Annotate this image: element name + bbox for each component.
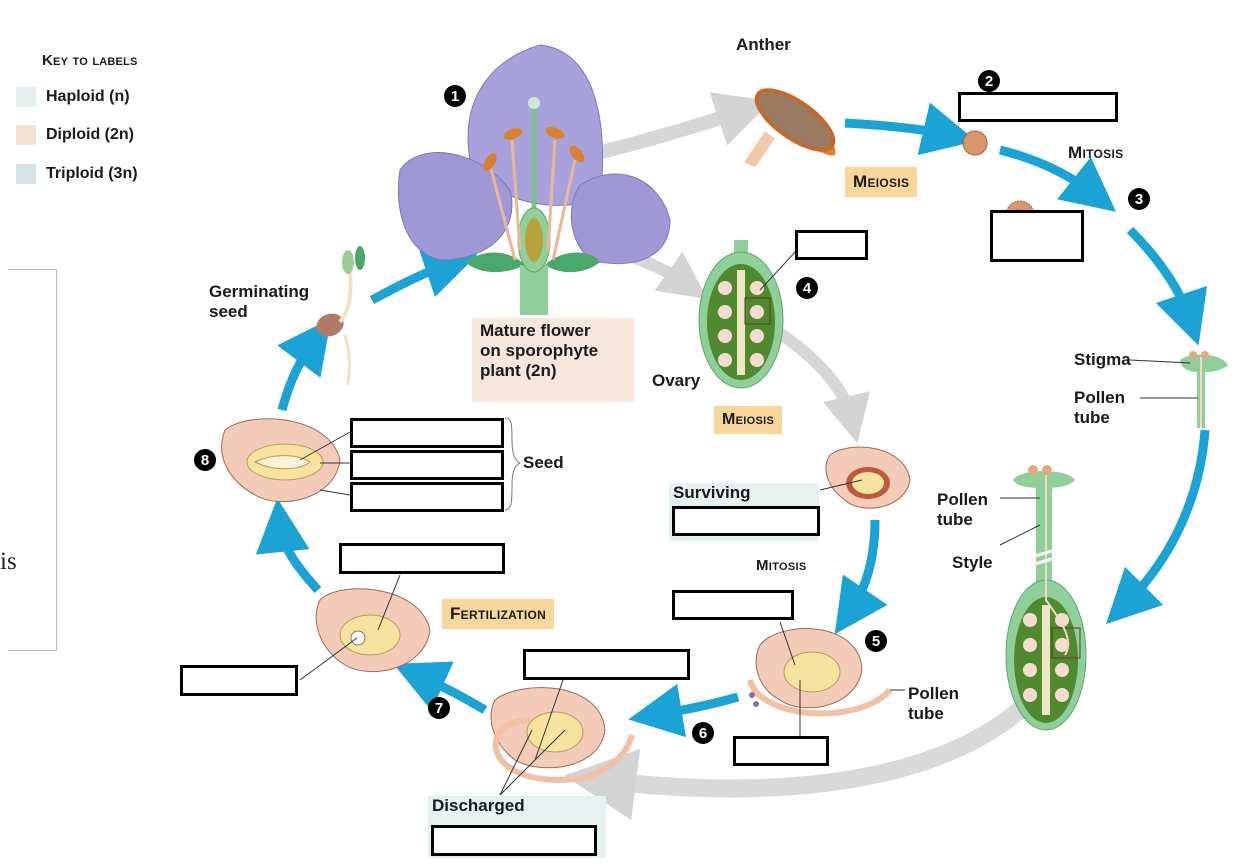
blank-seed-part-1[interactable] xyxy=(350,418,504,448)
blank-seed-part-3[interactable] xyxy=(350,482,504,512)
ovule-mitosis-illustration xyxy=(747,628,893,717)
document-fragment-text: is xyxy=(0,548,17,575)
arrow-ovule-mitosis xyxy=(834,519,888,635)
label-stigma: Stigma xyxy=(1074,350,1131,369)
blank-fertilization-upper[interactable] xyxy=(523,649,690,680)
anther-illustration xyxy=(744,88,836,168)
seed-illustration xyxy=(221,417,521,511)
step-number-6: 6 xyxy=(692,722,714,744)
arrow-zygote-to-seed xyxy=(255,498,322,594)
process-mitosis-pollen: Mitosis xyxy=(1068,143,1124,162)
step-number-5: 5 xyxy=(865,630,887,652)
label-pollen-tube-stigma: Pollen tube xyxy=(1074,388,1126,427)
ovule-discharge-illustration xyxy=(490,679,635,796)
arrow-ovary-to-fertilization xyxy=(564,683,1047,821)
step-number-4: 4 xyxy=(796,277,818,299)
label-ovary: Ovary xyxy=(652,371,701,390)
blank-egg-cell[interactable] xyxy=(733,736,829,766)
surviving-text: Surviving xyxy=(673,483,751,502)
process-meiosis-anther: Meiosis xyxy=(845,167,918,197)
haploid-swatch xyxy=(16,87,36,107)
diploid-swatch xyxy=(16,125,36,145)
triploid-swatch xyxy=(16,164,36,184)
ovule-meiosis-illustration xyxy=(825,446,911,509)
ovary-illustration xyxy=(698,240,798,389)
process-meiosis-ovule: Meiosis xyxy=(714,406,783,434)
arrow-anther-to-microspore xyxy=(844,102,977,156)
key-label-diploid: Diploid (2n) xyxy=(46,126,134,143)
arrow-germination-to-flower xyxy=(369,245,478,304)
blank-discharged[interactable] xyxy=(431,825,597,856)
step-number-3: 3 xyxy=(1128,188,1150,210)
key-item-triploid: Triploid (3n) xyxy=(16,163,138,185)
label-mature-flower: Mature flower on sporophyte plant (2n) xyxy=(472,318,634,402)
blank-endosperm-nucleus[interactable] xyxy=(339,543,505,574)
ovary-with-style-illustration xyxy=(999,465,1087,731)
zygote-ovule-illustration xyxy=(299,574,431,681)
arrow-microspore-to-pollen xyxy=(998,145,1117,212)
document-text-box xyxy=(8,269,57,651)
process-mitosis-ovule: Mitosis xyxy=(756,557,807,574)
label-pollen-tube-ovule: Pollen tube xyxy=(908,684,960,723)
blank-zygote[interactable] xyxy=(180,665,298,696)
blank-surviving[interactable] xyxy=(672,506,820,536)
microspore xyxy=(962,130,988,156)
label-seed: Seed xyxy=(523,453,564,472)
blank-step3[interactable] xyxy=(990,210,1084,262)
step-number-7: 7 xyxy=(428,697,450,719)
arrow-step7 xyxy=(393,661,488,714)
step-number-8: 8 xyxy=(194,449,216,471)
discharged-text: Discharged xyxy=(432,796,525,815)
label-style: Style xyxy=(952,553,993,572)
arrow-ovary-to-ovule xyxy=(771,325,870,444)
blank-mitosis-result[interactable] xyxy=(672,590,794,620)
key-item-diploid: Diploid (2n) xyxy=(16,124,134,146)
label-pollen-tube-style: Pollen tube xyxy=(937,490,989,529)
blank-step2[interactable] xyxy=(958,92,1118,122)
process-fertilization: Fertilization xyxy=(442,599,555,629)
blank-ovule[interactable] xyxy=(795,230,868,260)
label-germinating-seed: Germinating seed xyxy=(209,282,310,321)
key-item-haploid: Haploid (n) xyxy=(16,86,130,108)
arrow-flower-to-anther xyxy=(588,92,772,162)
arrow-pollen-to-stigma xyxy=(1126,226,1208,346)
key-title: Key to labels xyxy=(42,52,138,69)
label-anther: Anther xyxy=(736,35,791,54)
germinating-seed-illustration xyxy=(316,246,365,386)
key-label-haploid: Haploid (n) xyxy=(46,88,130,105)
stigma-illustration xyxy=(1180,351,1228,428)
blank-seed-part-2[interactable] xyxy=(350,450,504,480)
key-label-triploid: Triploid (3n) xyxy=(46,165,138,182)
arrow-step6 xyxy=(628,683,740,738)
flower-illustration xyxy=(397,44,671,315)
arrow-stigma-to-ovary xyxy=(1105,429,1210,625)
step-number-2: 2 xyxy=(978,70,1000,92)
arrow-seed-to-germination xyxy=(277,318,332,412)
step-number-1: 1 xyxy=(444,85,466,107)
